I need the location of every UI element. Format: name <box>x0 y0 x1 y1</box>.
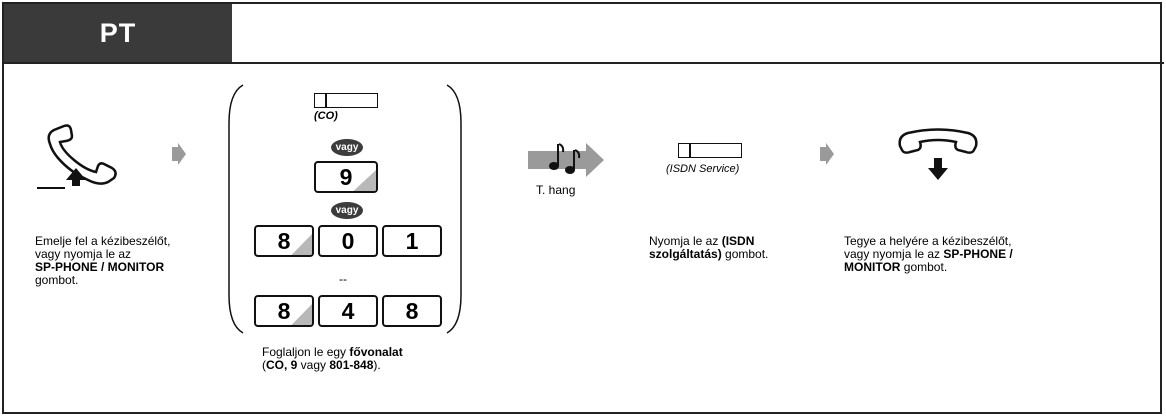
step1-line4: gombot. <box>35 273 79 287</box>
step5-line3-bold: MONITOR <box>844 260 901 274</box>
handset-onhook-icon <box>898 128 978 180</box>
step4-post: gombot. <box>721 247 769 261</box>
key-1: 1 <box>382 225 442 257</box>
key-8-a: 8 <box>254 225 314 257</box>
step5-line2-bold: SP-PHONE / <box>943 247 1013 261</box>
step1-line2: vagy nyomja le az <box>35 247 132 261</box>
arrow-right-icon <box>172 143 186 165</box>
step5-text: Tegye a helyére a kézibeszélőt, vagy nyo… <box>844 235 1044 274</box>
tone-label: T. hang <box>536 183 576 197</box>
key-4: 4 <box>318 295 378 327</box>
step2-caption-range: 801-848 <box>329 358 374 372</box>
key-9-label: 9 <box>339 163 353 190</box>
step2-caption-co9: CO, 9 <box>266 358 298 372</box>
step2-caption-mid: vagy <box>297 358 330 372</box>
co-label: (CO) <box>314 110 338 122</box>
key-8-c: 8 <box>382 295 442 327</box>
step1-text: Emelje fel a kézibeszélőt, vagy nyomja l… <box>35 235 205 287</box>
range-separator: -- <box>339 272 347 286</box>
left-bracket <box>228 84 244 334</box>
key-8-c-label: 8 <box>405 297 419 324</box>
header-bar: PT <box>4 4 1164 64</box>
key-1-label: 1 <box>405 227 419 254</box>
step2-caption-bold: fővonalat <box>349 345 403 359</box>
right-bracket <box>446 84 462 334</box>
vagy-badge-2: vagy <box>331 202 363 219</box>
step2-caption: Foglaljon le egy fővonalat (CO, 9 vagy 8… <box>262 346 462 372</box>
key-8-b: 8 <box>254 295 314 327</box>
step4-pre: Nyomja le az <box>649 234 722 248</box>
key-0: 0 <box>318 225 378 257</box>
step4-text: Nyomja le az (ISDN szolgáltatás) gombot. <box>649 235 819 261</box>
music-note-icon <box>549 143 581 174</box>
key-9: 9 <box>314 161 378 193</box>
header-title: PT <box>4 4 232 62</box>
step4-bold2: szolgáltatás) <box>649 247 722 261</box>
step1-bold: SP-PHONE / MONITOR <box>35 260 165 274</box>
step5-line2-pre: vagy nyomja le az <box>844 247 944 261</box>
isdn-label: (ISDN Service) <box>666 163 740 175</box>
tone-arrow-icon <box>528 143 604 177</box>
step1-line1: Emelje fel a kézibeszélőt, <box>35 234 171 248</box>
step2-caption-pre: Foglaljon le egy <box>262 345 350 359</box>
step4-bold1: (ISDN <box>721 234 755 248</box>
co-button <box>314 93 378 108</box>
key-8-b-label: 8 <box>277 297 291 324</box>
step2-caption-close: ). <box>373 358 381 372</box>
step5-line3-post: gombot. <box>900 260 948 274</box>
isdn-button <box>678 143 742 158</box>
handset-offhook-icon <box>47 124 117 186</box>
step2-caption-open: ( <box>262 358 266 372</box>
vagy-badge-1: vagy <box>331 139 363 156</box>
arrow-right-icon <box>820 143 834 165</box>
key-0-label: 0 <box>341 227 355 254</box>
handset-line <box>37 187 65 189</box>
step5-line1: Tegye a helyére a kézibeszélőt, <box>844 234 1012 248</box>
key-4-label: 4 <box>341 297 355 324</box>
key-8-a-label: 8 <box>277 227 291 254</box>
